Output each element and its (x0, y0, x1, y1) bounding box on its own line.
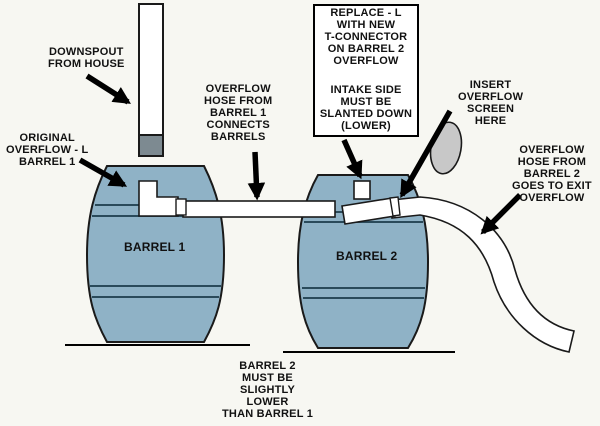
arrow-downspout (85, 73, 131, 105)
label-insert-screen: INSERT OVERFLOW SCREEN HERE (458, 79, 524, 127)
label-downspout: DOWNSPOUT FROM HOUSE (48, 46, 125, 70)
l-connector (138, 180, 179, 217)
label-original-overflow: ORIGINAL OVERFLOW - L BARREL 1 (6, 132, 89, 168)
downspout (138, 3, 164, 157)
barrel-2-label: BARREL 2 (336, 249, 398, 263)
label-replace-l: REPLACE - L WITH NEW T-CONNECTOR ON BARR… (324, 7, 408, 67)
arrow-hose1 (247, 151, 266, 201)
label-intake-side: INTAKE SIDE MUST BE SLANTED DOWN (LOWER) (319, 84, 413, 132)
arrow-exit-hose (480, 193, 522, 235)
arrow-original-l (78, 157, 128, 188)
arrow-screen (399, 109, 453, 199)
label-connecting-hose: OVERFLOW HOSE FROM BARREL 1 CONNECTS BAR… (204, 83, 273, 143)
label-barrel2-lower: BARREL 2 MUST BE SLIGHTLY LOWER THAN BAR… (222, 360, 314, 420)
arrow-t-connector (341, 138, 363, 180)
connecting-hose (182, 200, 336, 218)
overflow-screen (429, 121, 463, 175)
label-exit-hose: OVERFLOW HOSE FROM BARREL 2 GOES TO EXIT… (512, 144, 592, 204)
t-connector (341, 180, 401, 225)
barrel-1-label: BARREL 1 (124, 240, 186, 254)
replace-callout-box (313, 4, 419, 137)
